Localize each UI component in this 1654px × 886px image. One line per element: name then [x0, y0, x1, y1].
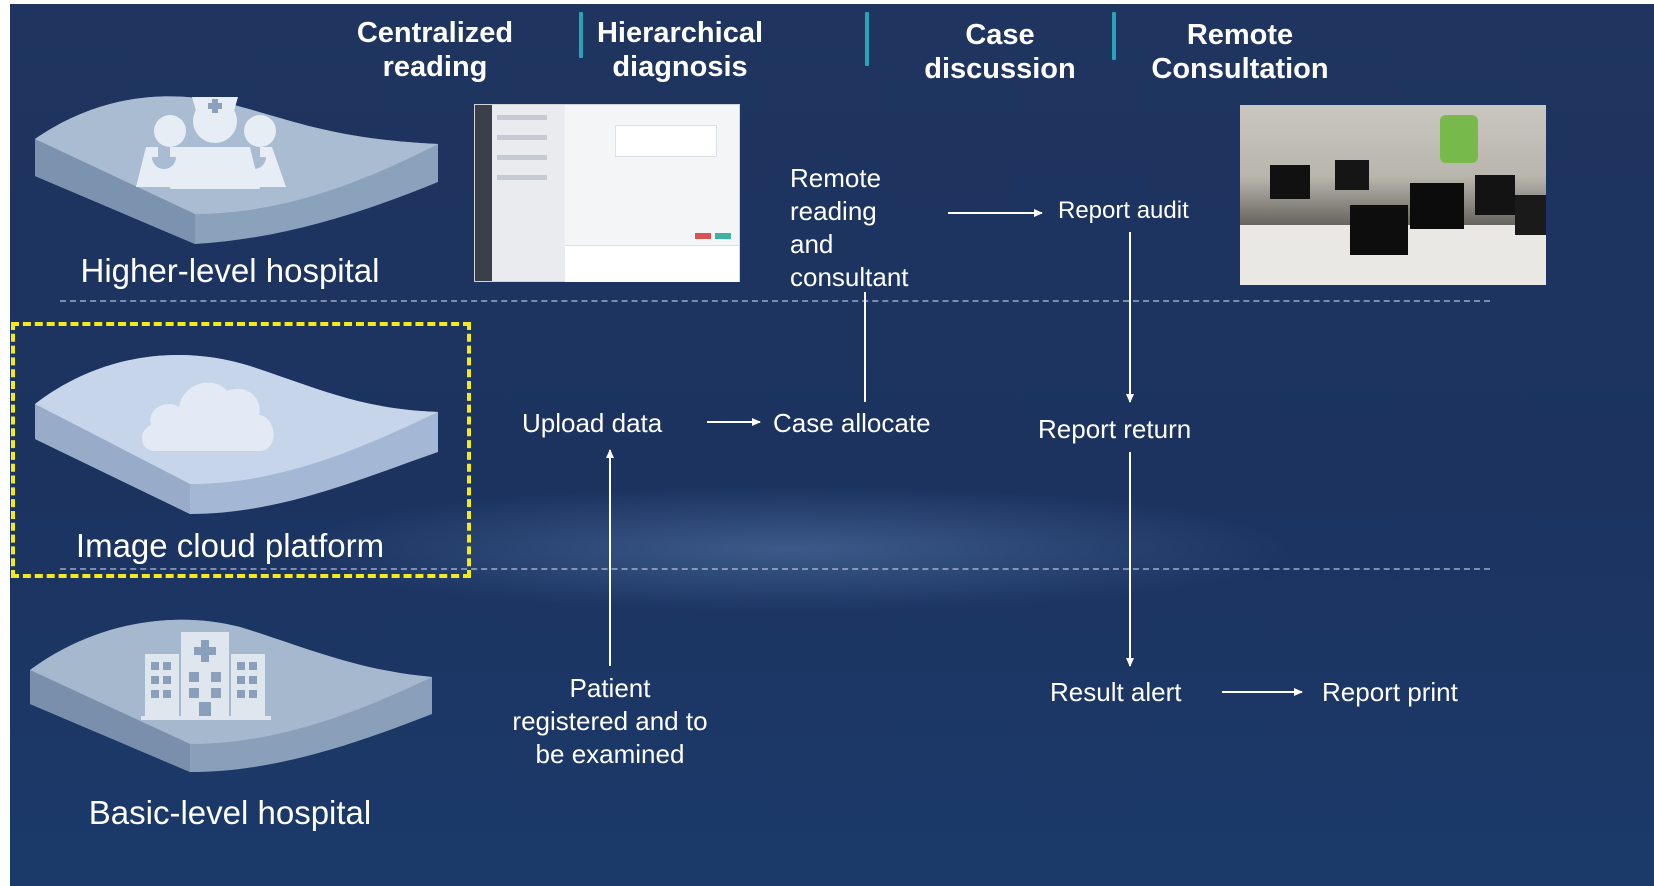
- cloud-icon: [141, 382, 274, 451]
- header-separator: [1112, 12, 1116, 60]
- tier-divider: [60, 568, 1490, 570]
- header-case-discussion: Case discussion: [924, 19, 1076, 86]
- reading-room-photo: [1240, 105, 1546, 285]
- diagram-canvas: Centralized reading Hierarchical diagnos…: [10, 4, 1654, 886]
- label-patient: Patient registered and to be examined: [512, 673, 708, 770]
- highlight-box: [11, 322, 471, 578]
- label-report-print: Report print: [1322, 677, 1458, 707]
- label-remote-reading: Remote reading and consultant: [790, 163, 909, 293]
- flow-arrows: [606, 209, 1303, 696]
- label-report-return: Report return: [1038, 414, 1192, 444]
- label-report-audit: Report audit: [1058, 197, 1189, 224]
- software-screenshot-thumbnail: [474, 104, 740, 282]
- doctors-icon: [136, 97, 286, 189]
- label-result-alert: Result alert: [1050, 677, 1182, 707]
- header-centralized-reading: Centralized reading: [356, 17, 514, 84]
- hospital-building-icon: [141, 632, 271, 720]
- header-remote-consultation: Remote Consultation: [1151, 19, 1329, 86]
- header-separator: [865, 12, 869, 66]
- label-case-allocate: Case allocate: [773, 408, 931, 438]
- header-hierarchical-diagnosis: Hierarchical diagnosis: [596, 17, 764, 84]
- label-upload-data: Upload data: [522, 408, 663, 438]
- tier-label-higher: Higher-level hospital: [80, 252, 380, 289]
- header-separator: [579, 12, 583, 58]
- tier-divider: [60, 300, 1490, 302]
- tier-label-basic: Basic-level hospital: [88, 794, 372, 831]
- tier-label-cloud: Image cloud platform: [75, 527, 385, 564]
